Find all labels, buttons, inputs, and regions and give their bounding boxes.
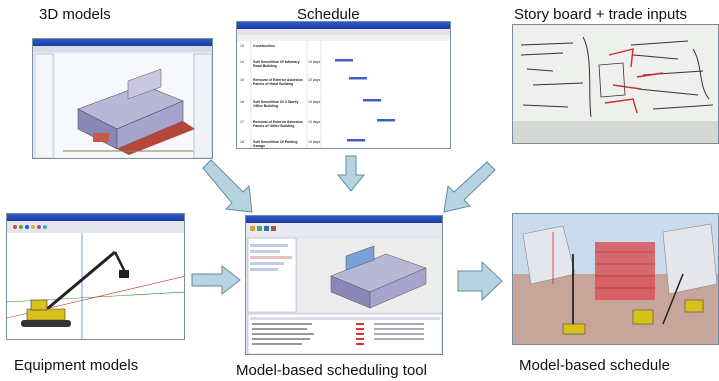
- schedule-screenshot: 13 Construction 14 Soft Demolition Of In…: [236, 21, 451, 149]
- row-task: Soft Demolition Of Parking Garage: [253, 140, 298, 148]
- row-number: 13: [240, 44, 244, 48]
- arrow-tool-to-result: [457, 260, 503, 302]
- model-based-schedule-image: [512, 213, 719, 345]
- 3d-models-screenshot: [32, 38, 213, 159]
- label-storyboard: Story board + trade inputs: [514, 6, 688, 23]
- simulation-scene: [513, 214, 718, 344]
- window-title-bar: [7, 214, 184, 221]
- row-task: Soft Demolition Of Infirmary Road Buildi…: [253, 60, 300, 68]
- window-title-bar: [246, 216, 442, 223]
- arrow-storyboard-to-tool: [443, 161, 496, 213]
- row-duration: 10 days: [308, 78, 321, 82]
- 3d-models-scene: [33, 46, 212, 158]
- label-model-based-schedule: Model-based schedule: [519, 357, 670, 374]
- row-number: 17: [240, 120, 244, 124]
- equipment-models-screenshot: [6, 213, 185, 340]
- storyboard-photo: [512, 24, 719, 144]
- excavator-scene: [7, 221, 184, 339]
- label-scheduling-tool: Model-based scheduling tool: [236, 362, 427, 379]
- whiteboard-sketch: [513, 25, 718, 143]
- row-task: Soft Demolition Of 3 Storey Office Build…: [253, 100, 299, 108]
- row-number: 14: [240, 60, 244, 64]
- arrow-3d-to-tool: [202, 159, 253, 213]
- row-number: 18: [240, 140, 244, 144]
- schedule-grid: [237, 29, 450, 148]
- row-task: Removal of Exterior Asbestos Panels of H…: [253, 78, 303, 86]
- window-title-bar: [33, 39, 212, 46]
- gantt-bars: [335, 59, 395, 142]
- row-task: Construction: [253, 44, 275, 48]
- scheduling-tool-screenshot: [245, 215, 443, 355]
- arrow-schedule-to-tool: [336, 155, 366, 192]
- row-duration: 10 days: [308, 140, 321, 144]
- row-duration: 10 days: [308, 120, 321, 124]
- row-number: 15: [240, 78, 244, 82]
- arrow-equipment-to-tool: [191, 264, 241, 296]
- window-title-bar: [237, 22, 450, 29]
- label-schedule: Schedule: [297, 6, 360, 23]
- label-equipment-models: Equipment models: [14, 357, 139, 374]
- row-task: Removal of Exterior Asbestos Panels of O…: [253, 120, 303, 128]
- label-3d-models: 3D models: [39, 6, 111, 23]
- row-duration: 10 days: [308, 100, 321, 104]
- row-number: 16: [240, 100, 244, 104]
- tool-layout: [246, 223, 442, 354]
- row-duration: 10 days: [308, 60, 321, 64]
